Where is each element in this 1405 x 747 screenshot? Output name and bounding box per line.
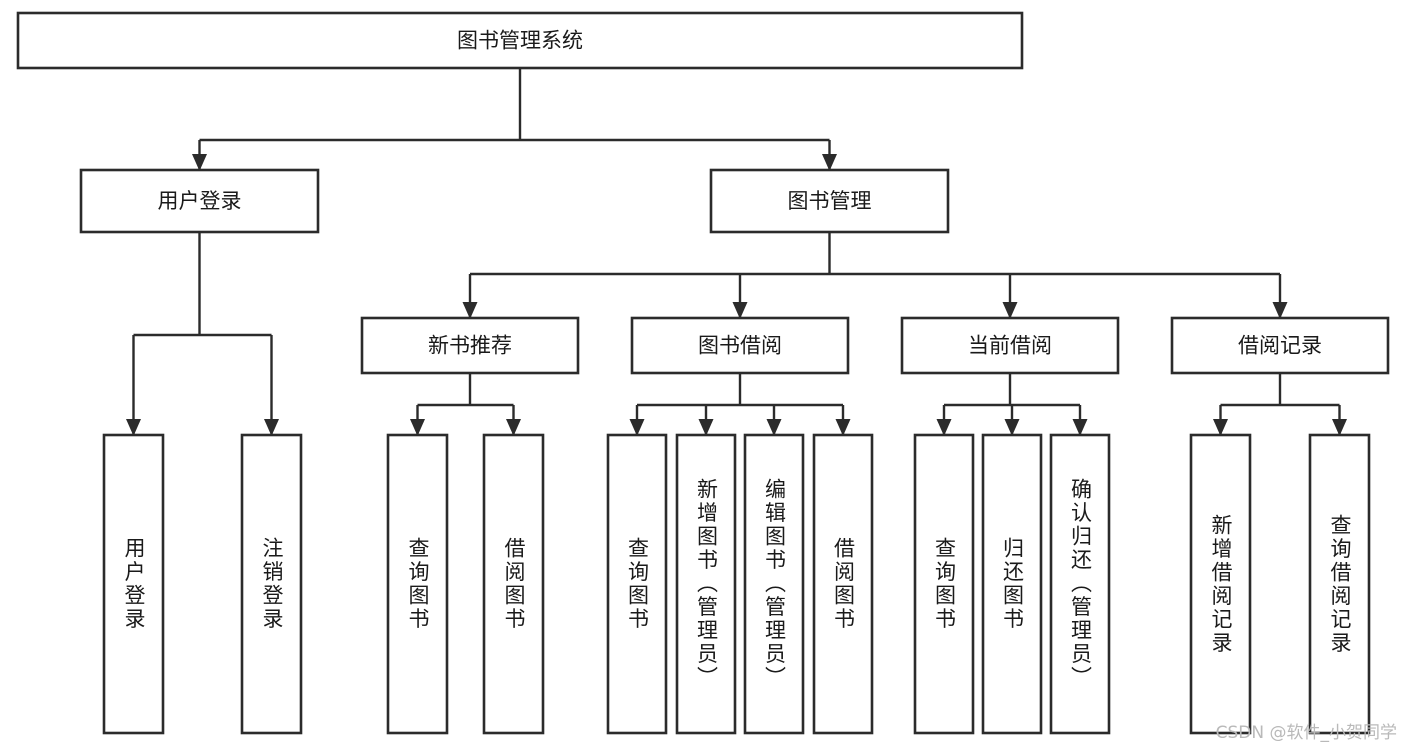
node-level3-1-label: 图书借阅 [698,334,782,358]
node-root-label: 图书管理系统 [457,29,583,53]
node-level3-0-label: 新书推荐 [428,334,512,358]
node-leaf-12[interactable] [1308,433,1371,735]
node-leaf-4[interactable] [606,433,668,735]
watermark-label: CSDN @软件_小贺同学 [1215,723,1397,743]
arrow-head-icon [1213,419,1228,436]
node-leaf-3[interactable] [482,433,545,735]
arrow-head-icon [1072,419,1088,436]
node-leaf-6[interactable] [743,433,805,735]
node-leaf-0[interactable] [102,433,165,735]
node-level3-3-label: 借阅记录 [1238,334,1322,358]
node-level2-0[interactable] [79,168,320,234]
arrow-head-icon [822,154,837,171]
arrow-head-icon [264,419,279,436]
node-leaf-7[interactable] [812,433,874,735]
node-leaf-9[interactable] [981,433,1043,735]
arrow-head-icon [766,419,782,436]
node-leaf-2[interactable] [386,433,449,735]
connector-layer [126,68,1347,436]
node-level2-1-label: 图书管理 [788,189,872,213]
node-level3-3[interactable] [1170,316,1390,375]
node-leaf-1[interactable] [240,433,303,735]
arrow-head-icon [732,302,748,319]
node-level3-0[interactable] [360,316,580,375]
arrow-head-icon [1002,302,1018,319]
node-leaf-8[interactable] [913,433,975,735]
arrow-head-icon [1272,302,1288,319]
node-root[interactable] [16,11,1024,70]
arrow-head-icon [835,419,851,436]
node-level2-1[interactable] [709,168,950,234]
node-leaf-5[interactable] [675,433,737,735]
arrow-head-icon [629,419,645,436]
arrow-head-icon [1004,419,1020,436]
arrow-head-icon [1332,419,1347,436]
arrow-head-icon [410,419,425,436]
arrow-head-icon [698,419,714,436]
node-level3-2-label: 当前借阅 [968,334,1052,358]
arrow-head-icon [506,419,521,436]
node-level3-2[interactable] [900,316,1120,375]
node-level2-0-label: 用户登录 [158,189,242,213]
arrow-head-icon [126,419,141,436]
node-leaf-11[interactable] [1189,433,1252,735]
arrow-head-icon [462,302,478,319]
node-leaf-10[interactable] [1049,433,1111,735]
arrow-head-icon [192,154,207,171]
arrow-head-icon [936,419,952,436]
node-level3-1[interactable] [630,316,850,375]
